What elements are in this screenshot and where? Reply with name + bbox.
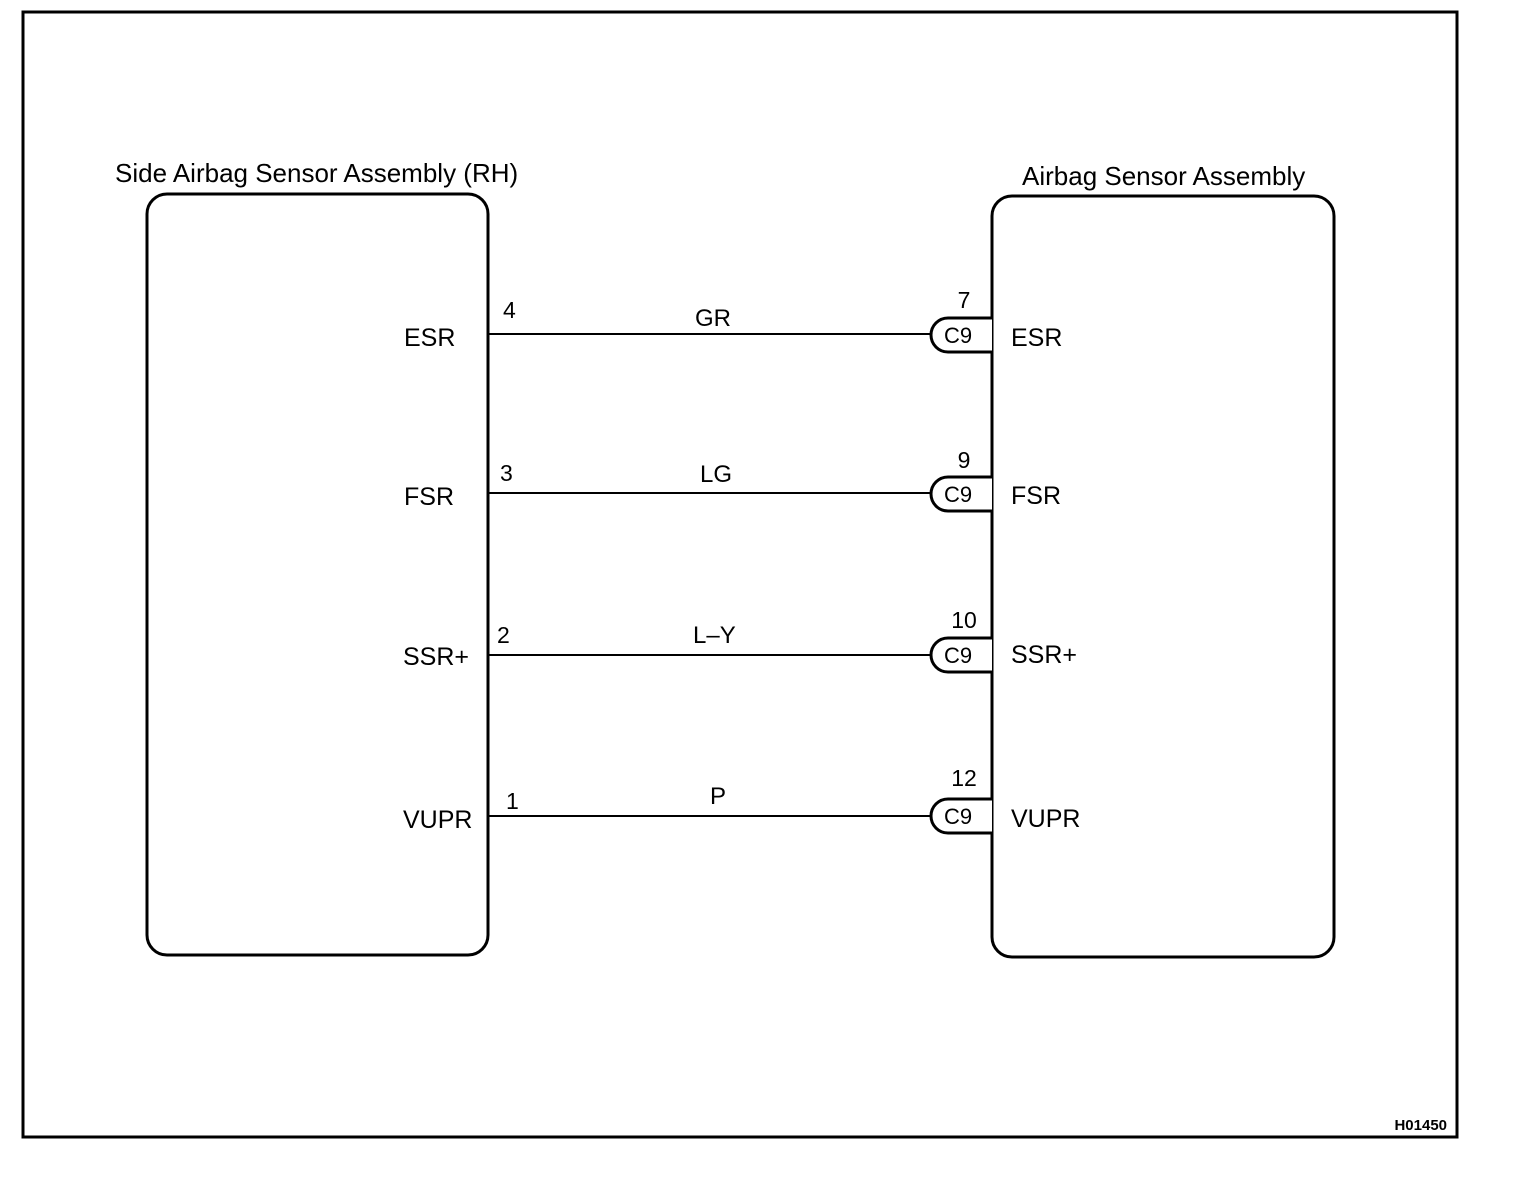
right-pin-label: SSR+ — [1011, 641, 1077, 669]
right-pin-number: 10 — [951, 607, 977, 633]
left-component-title: Side Airbag Sensor Assembly (RH) — [115, 158, 518, 188]
side-airbag-sensor-box — [145, 192, 490, 957]
wire-fsr: FSR 3 LG 9 C9 FSR — [404, 447, 1061, 513]
left-pin-label: VUPR — [403, 806, 472, 834]
wire-color-label: L–Y — [693, 622, 736, 649]
right-pin-number: 9 — [958, 447, 971, 473]
left-pin-label: SSR+ — [403, 643, 469, 671]
airbag-sensor-box — [990, 194, 1336, 959]
left-pin-number: 4 — [503, 297, 516, 323]
left-pin-number: 1 — [506, 788, 519, 814]
right-pin-label: VUPR — [1011, 805, 1080, 833]
wire-esr: ESR 4 GR 7 C9 ESR — [404, 287, 1062, 354]
wire-ssr-plus: SSR+ 2 L–Y 10 C9 SSR+ — [403, 607, 1077, 674]
connector-c9-label: C9 — [944, 482, 972, 507]
right-pin-label: ESR — [1011, 324, 1062, 352]
diagram-frame — [21, 10, 1459, 1139]
left-pin-label: ESR — [404, 324, 455, 352]
wire-color-label: P — [710, 783, 726, 810]
connector-c9-shape — [929, 636, 992, 674]
left-pin-number: 2 — [497, 622, 510, 648]
connector-c9-shape — [929, 316, 992, 354]
connector-c9-label: C9 — [944, 643, 972, 668]
connector-c9-shape — [929, 797, 992, 835]
left-pin-label: FSR — [404, 483, 454, 511]
connector-c9-label: C9 — [944, 323, 972, 348]
left-pin-number: 3 — [500, 460, 513, 486]
connector-c9-shape — [929, 475, 992, 513]
right-pin-number: 12 — [951, 765, 977, 791]
diagram-code: H01450 — [1394, 1117, 1447, 1134]
connector-c9-label: C9 — [944, 804, 972, 829]
wire-vupr: VUPR 1 P 12 C9 VUPR — [403, 765, 1080, 835]
wire-color-label: GR — [695, 305, 731, 332]
right-component-title: Airbag Sensor Assembly — [1022, 161, 1305, 191]
right-pin-number: 7 — [958, 287, 971, 313]
wire-color-label: LG — [700, 461, 732, 488]
right-pin-label: FSR — [1011, 482, 1061, 510]
